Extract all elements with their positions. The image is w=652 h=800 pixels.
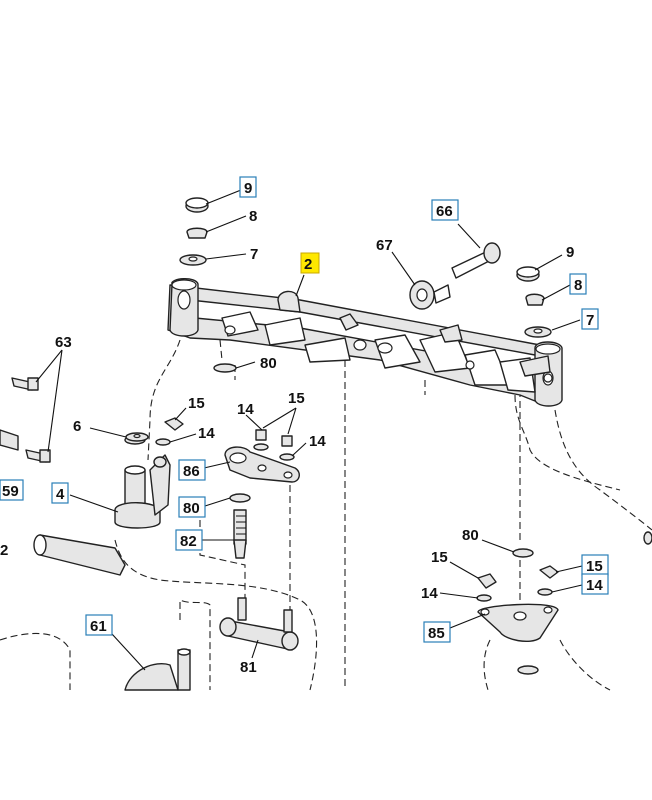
front-axle-beam [167, 278, 563, 407]
part-number-82: 82 [180, 533, 197, 550]
label-box-59 [0, 479, 24, 501]
part-number-14-right-a: 14 [421, 585, 438, 602]
label-box-7-right [581, 308, 599, 330]
part-number-81: 81 [240, 659, 257, 676]
right-pivot-hardware [516, 266, 552, 338]
label-box-61 [85, 614, 113, 636]
steering-arm-86 [224, 429, 300, 483]
part-number-7-right: 7 [586, 312, 594, 329]
part-number-8-right: 8 [574, 277, 582, 294]
label-box-2 [300, 252, 320, 274]
part-61 [124, 648, 191, 691]
part-number-14-right-center: 14 [309, 433, 326, 450]
part-number-66: 66 [436, 203, 453, 220]
left-spindle [33, 435, 171, 576]
pivot-bolt [409, 242, 501, 310]
label-box-14-right [581, 573, 609, 595]
label-box-9-top [239, 176, 257, 198]
part-number-8-top: 8 [249, 208, 257, 225]
label-box-86 [178, 459, 206, 481]
part-number-61: 61 [90, 618, 107, 635]
part-number-63: 63 [55, 334, 72, 351]
tie-rod-81 [219, 597, 299, 651]
label-box-66 [431, 199, 459, 221]
part-number-80-right: 80 [462, 527, 479, 544]
part-number-67: 67 [376, 237, 393, 254]
leader-lines [35, 187, 583, 671]
part-number-15-center: 15 [288, 390, 305, 407]
right-steering-plate-85 [476, 548, 559, 675]
part-number-15-right-b: 15 [586, 558, 603, 575]
part-number-15-right-a: 15 [431, 549, 448, 566]
washer-80-top [213, 363, 237, 373]
bolts-63 [0, 377, 51, 463]
label-box-8-right [569, 273, 587, 295]
part-number-86: 86 [183, 463, 200, 480]
label-box-82 [175, 529, 203, 551]
part-number-85: 85 [428, 625, 445, 642]
part-number-14-right-b: 14 [586, 577, 603, 594]
label-box-80-mid [178, 496, 206, 518]
dashed-guides [0, 339, 652, 691]
part-number-7-top: 7 [250, 246, 258, 263]
part-number-14-left: 14 [198, 425, 215, 442]
part-number-6: 6 [73, 418, 81, 435]
edge-fastener-right [643, 531, 652, 545]
part-number-2: 2 [304, 256, 312, 273]
part-number-80-mid: 80 [183, 500, 200, 517]
left-pivot-hardware [179, 197, 209, 266]
part-number-15-left: 15 [188, 395, 205, 412]
part-number-9-right: 9 [566, 244, 574, 261]
part-number-4: 4 [56, 486, 65, 503]
part-number-14-center: 14 [237, 401, 254, 418]
part-number-59: 59 [2, 483, 19, 500]
bolt-82-group [229, 493, 251, 559]
label-box-4 [51, 482, 69, 504]
part-number-2-edge: 2 [0, 542, 8, 559]
part-number-9-top: 9 [244, 180, 252, 197]
part-labels: 2 9 8 7 66 67 9 8 7 63 80 15 14 15 14 14… [0, 176, 609, 676]
part-number-80-top: 80 [260, 355, 277, 372]
label-box-85 [423, 621, 451, 643]
